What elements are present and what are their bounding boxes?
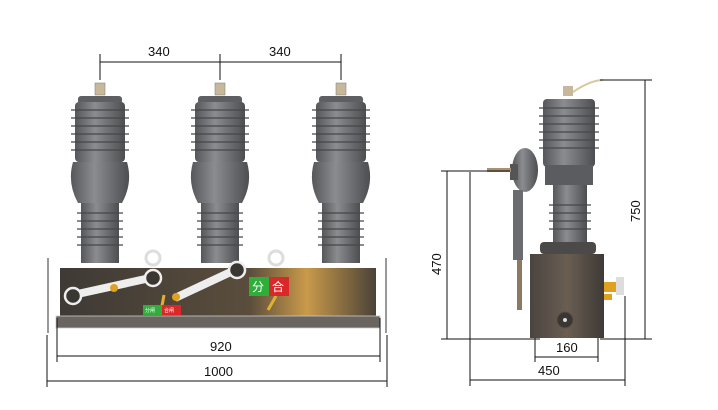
side-ct-disc xyxy=(512,148,538,192)
dim-750: 750 xyxy=(628,200,643,222)
front-view: 分闸 合闸 分 合 340 340 920 1000 xyxy=(46,44,388,387)
base-channel xyxy=(55,315,381,329)
dim-160: 160 xyxy=(556,340,578,355)
dim-470: 470 xyxy=(429,253,444,275)
side-view: 470 750 160 450 xyxy=(429,79,652,386)
close-indicator xyxy=(269,277,289,296)
side-dimension-lines xyxy=(441,79,652,386)
small-open-text: 分闸 xyxy=(145,307,155,314)
dim-450: 450 xyxy=(538,363,560,378)
pole-middle xyxy=(190,82,250,264)
side-lower-insulator xyxy=(553,185,587,250)
small-close-indicator xyxy=(162,305,181,315)
dim-920: 920 xyxy=(210,339,232,354)
dim-340-left: 340 xyxy=(148,44,170,59)
side-upper-insulator xyxy=(543,99,595,167)
pole-right xyxy=(311,82,371,264)
open-indicator xyxy=(249,277,269,296)
close-indicator-text: 合 xyxy=(272,279,284,294)
dim-340-right: 340 xyxy=(269,44,291,59)
front-dimension-lines xyxy=(46,54,388,387)
small-close-text: 合闸 xyxy=(164,307,174,314)
dim-1000: 1000 xyxy=(204,364,233,379)
pole-left xyxy=(70,82,130,264)
linkage xyxy=(63,249,285,312)
open-indicator-text: 分 xyxy=(252,280,264,294)
small-open-indicator xyxy=(143,305,162,315)
